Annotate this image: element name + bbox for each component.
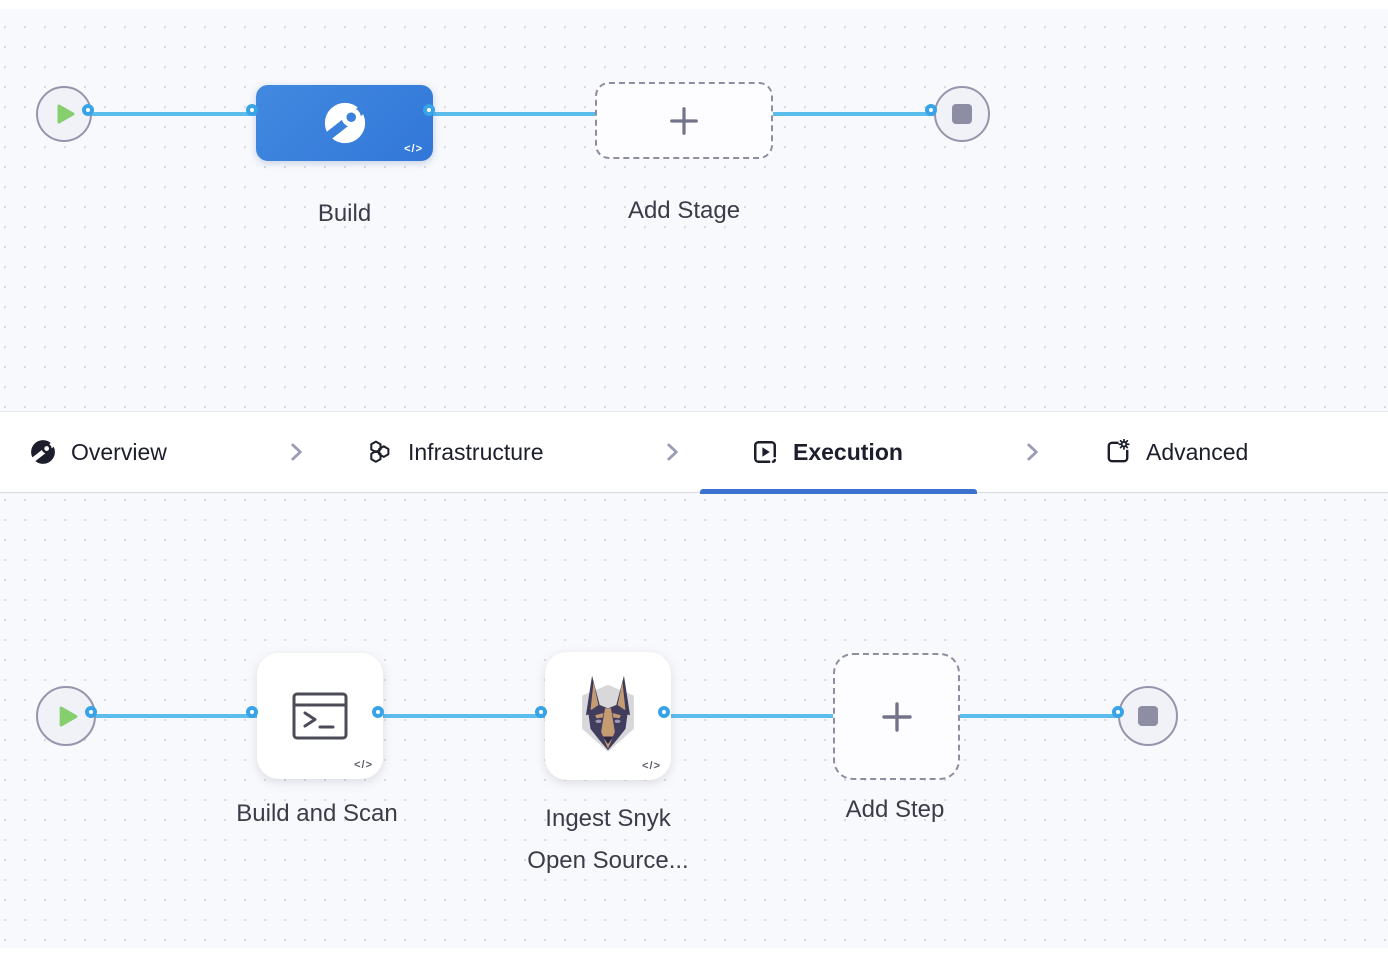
stop-icon (1138, 706, 1158, 726)
connector-dot (85, 706, 97, 718)
stage-canvas[interactable]: </> Build Add Stage (0, 9, 1388, 411)
step-node-ingest-snyk[interactable]: </> (545, 652, 671, 780)
active-tab-underline (700, 489, 977, 494)
tab-label: Infrastructure (408, 438, 544, 465)
play-icon (57, 104, 75, 124)
tab-execution[interactable]: Execution (752, 412, 903, 492)
pipeline-end-node (934, 86, 990, 142)
connector-dot (1112, 706, 1124, 718)
plus-icon (670, 106, 698, 135)
connector-dot (535, 706, 547, 718)
harness-ci-icon (322, 102, 367, 144)
stop-icon (952, 104, 972, 124)
execution-canvas[interactable]: </> </> Build and S (0, 493, 1388, 948)
connector-dot (925, 104, 937, 116)
play-icon (59, 706, 77, 726)
connector-dot (246, 706, 258, 718)
add-step-label: Add Step (845, 796, 945, 823)
tab-label: Execution (793, 438, 903, 465)
plus-icon (881, 701, 912, 732)
chevron-right-icon (283, 412, 309, 492)
stage-connector-line (64, 112, 962, 116)
connector-dot (372, 706, 384, 718)
step-label-line: Ingest Snyk (545, 805, 671, 832)
hexagons-icon (370, 440, 390, 463)
tab-advanced[interactable]: Advanced (1105, 412, 1248, 492)
step-label: Ingest Snyk Open Source... (493, 798, 723, 882)
stage-label: Build (317, 200, 372, 227)
code-glyph: </> (642, 760, 661, 772)
step-label-line: Open Source... (527, 847, 689, 874)
execution-end-node (1118, 686, 1178, 746)
snyk-doberman-icon (582, 675, 634, 752)
terminal-icon (292, 692, 348, 740)
top-strip (0, 0, 1388, 9)
connector-dot (658, 706, 670, 718)
page-gear-icon (1107, 439, 1130, 463)
tab-overview[interactable]: Overview (30, 412, 167, 492)
add-step-button[interactable] (833, 653, 960, 780)
chevron-right-icon (1019, 412, 1045, 492)
connector-dot (246, 104, 258, 116)
connector-dot (423, 104, 435, 116)
tab-infrastructure[interactable]: Infrastructure (366, 412, 544, 492)
code-glyph: </> (404, 143, 423, 155)
add-stage-label: Add Stage (627, 197, 741, 224)
step-label: Build and Scan (236, 800, 398, 827)
tab-label: Overview (71, 438, 167, 465)
stage-node-build[interactable]: </> (256, 85, 433, 161)
ci-overview-icon (30, 440, 56, 464)
add-stage-button[interactable] (595, 82, 773, 159)
bottom-strip (0, 948, 1388, 954)
chevron-right-icon (659, 412, 685, 492)
step-node-build-and-scan[interactable]: </> (257, 653, 383, 779)
connector-dot (82, 104, 94, 116)
tab-label: Advanced (1146, 438, 1249, 465)
code-glyph: </> (354, 759, 373, 771)
play-square-icon (754, 441, 776, 463)
stage-config-tabbar: Overview Infrastructure Execution Adva (0, 411, 1388, 494)
